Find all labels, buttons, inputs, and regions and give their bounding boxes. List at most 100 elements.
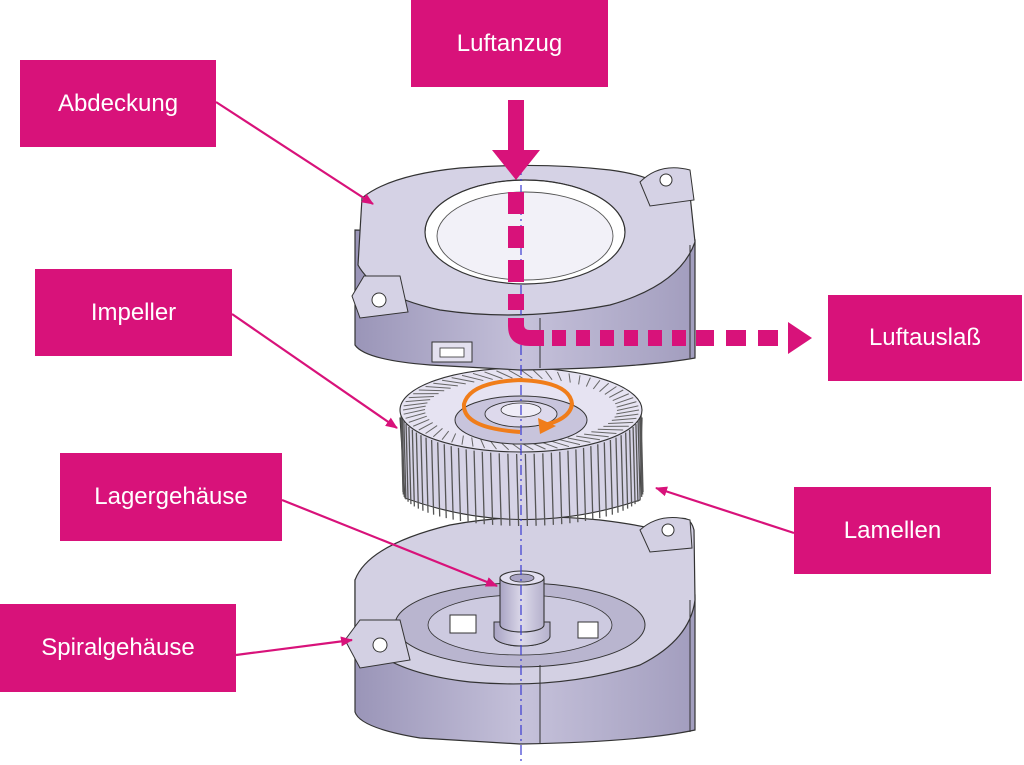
label-lagergehaeuse: Lagergehäuse [60,453,282,541]
label-luftanzug-text: Luftanzug [456,29,563,57]
blade-slot [609,389,624,398]
blade-slot [616,405,639,411]
blade [609,440,614,515]
label-lamellen-text: Lamellen [843,516,942,544]
blade-slot [599,382,610,392]
blade-slot [611,417,637,421]
blade-slot [418,422,433,431]
blade [632,426,636,505]
blade-slot [496,370,513,379]
label-impeller-text: Impeller [90,298,177,326]
blade [400,415,404,495]
blade [498,453,502,526]
blade [624,432,629,509]
blade [637,421,641,500]
blade [411,429,415,507]
blade-slot [451,377,475,383]
blade-slot [471,437,474,447]
label-impeller: Impeller [35,269,232,356]
blade [615,437,619,513]
blade [629,429,633,507]
blade-slot [432,428,443,438]
label-lamellen: Lamellen [794,487,991,574]
blade [582,447,587,522]
airflow-out-arrow [552,322,812,354]
leader-spiralgehaeuse [235,636,353,657]
blade-slot [403,409,426,415]
airflow-in-arrow [492,100,544,346]
blade-slot [441,430,450,441]
lamellen-top-slots [402,369,640,451]
blade-slot [484,371,503,380]
blade-slot [405,399,431,403]
blade-slot [418,389,445,392]
label-luftauslass-text: Luftauslaß [868,324,982,351]
blade [425,437,429,513]
lamellen-blades [400,411,644,526]
blade [420,435,424,511]
blade [640,411,644,493]
blade [415,432,420,509]
leader-impeller [231,313,398,429]
blade [401,418,405,497]
label-spiralgehaeuse-text: Spiralgehäuse [41,634,195,661]
blade-slot [408,396,434,399]
blade-slot [615,397,634,405]
blade-slot [413,418,430,427]
blade-slot [408,415,427,423]
blade-slot [597,428,624,431]
blade [533,453,537,526]
blade-slot [403,402,428,407]
blade [457,447,462,522]
blade-slot [425,385,451,389]
blade-slot [433,382,458,387]
blade [635,424,639,502]
blade-slot [557,371,562,382]
leader-abdeckung [215,101,374,205]
blade-slot [402,405,426,411]
blade-slot [461,435,464,445]
blade [550,452,555,525]
blade-slot [425,425,438,434]
blade [575,449,579,523]
blade-slot [616,401,637,408]
blade [515,453,520,526]
leader-lagergehaeuse [281,498,498,588]
blade-slot [591,431,617,435]
blade-slot [578,375,581,385]
label-abdeckung-text: Abdeckung [57,89,179,117]
blade [408,426,412,505]
blade-slot [441,379,466,385]
blade-slot [545,370,553,381]
blade [403,421,407,500]
blade [489,452,494,525]
blade [639,418,643,497]
blade [465,449,469,523]
blade-slot [451,433,457,443]
blade [443,444,447,519]
blade-slot [608,421,634,424]
blade-slot [567,437,591,443]
blade-slot [592,379,601,390]
label-lagergehaeuse-text: Lagergehäuse [94,483,248,510]
blade [507,453,511,526]
blade [437,442,441,517]
blade [430,440,435,515]
blade-slot [616,409,640,415]
blade-slot [614,413,639,418]
blade [597,444,601,519]
blade-slot [585,377,591,387]
blade [567,450,571,524]
blade-slot [568,373,571,383]
rotation-arrow [461,377,575,434]
blade [603,442,607,517]
blade [559,451,563,525]
blade-slot [612,393,629,402]
label-spiralgehaeuse: Spiralgehäuse [0,604,236,692]
blade [620,435,624,511]
blade-slot [604,386,617,395]
blade [542,453,546,526]
blade-slot [472,372,493,380]
blade-slot [405,412,426,419]
